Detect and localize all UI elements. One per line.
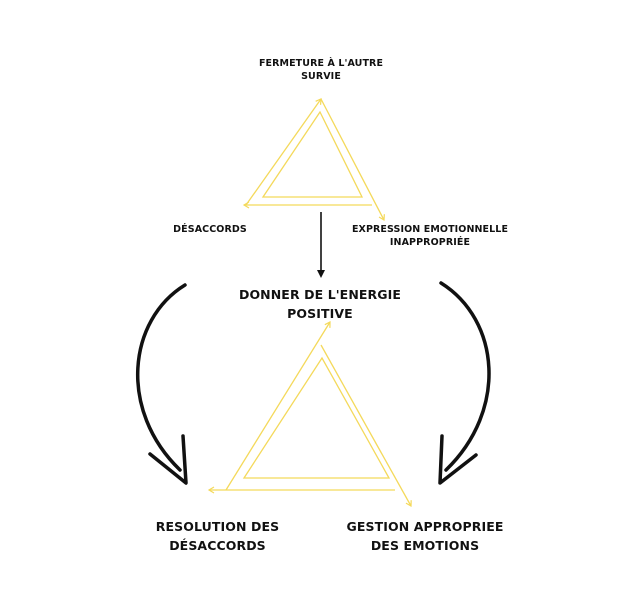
right-curved-arrow — [439, 281, 491, 472]
left-curved-arrowhead — [148, 434, 188, 485]
label-fermeture-survie: FERMETURE À L'AUTRE SURVIE — [221, 58, 421, 84]
label-line: DONNER DE L'ENERGIE — [238, 287, 401, 302]
left-curved-arrow — [136, 283, 187, 472]
label-line: EXPRESSION EMOTIONNELLE — [351, 224, 509, 235]
top-triangle-outer-edge-right — [320, 98, 385, 222]
label-resolution-desaccords: RESOLUTION DES DÉSACCORDS — [130, 518, 305, 556]
label-line: RESOLUTION DES — [155, 519, 280, 534]
top-triangle-inner — [261, 110, 364, 198]
right-curved-arrowhead — [438, 434, 478, 485]
label-line: DÉSACCORDS — [173, 224, 247, 235]
label-line: FERMETURE À L'AUTRE — [258, 58, 384, 69]
label-line: DES EMOTIONS — [370, 537, 480, 553]
label-gestion-emotions: GESTION APPROPRIEE DES EMOTIONS — [335, 518, 515, 556]
label-desaccords: DÉSACCORDS — [150, 224, 270, 237]
bottom-triangle-outer-edge-left — [225, 321, 331, 491]
label-line: GESTION APPROPRIEE — [346, 519, 504, 534]
label-expression-emotionnelle: EXPRESSION EMOTIONNELLE INAPPROPRIÉE — [330, 224, 530, 250]
label-line: DÉSACCORDS — [169, 537, 266, 553]
label-line: POSITIVE — [287, 305, 353, 321]
bottom-triangle — [207, 321, 412, 508]
label-line: SURVIE — [301, 70, 341, 82]
bottom-triangle-outer-edge-right — [320, 344, 412, 508]
top-triangle — [242, 98, 385, 222]
bottom-triangle-inner — [242, 356, 391, 479]
label-energie-positive: DONNER DE L'ENERGIE POSITIVE — [220, 286, 420, 324]
top-triangle-outer-edge — [245, 98, 322, 206]
label-line: INAPPROPRIÉE — [389, 236, 471, 248]
